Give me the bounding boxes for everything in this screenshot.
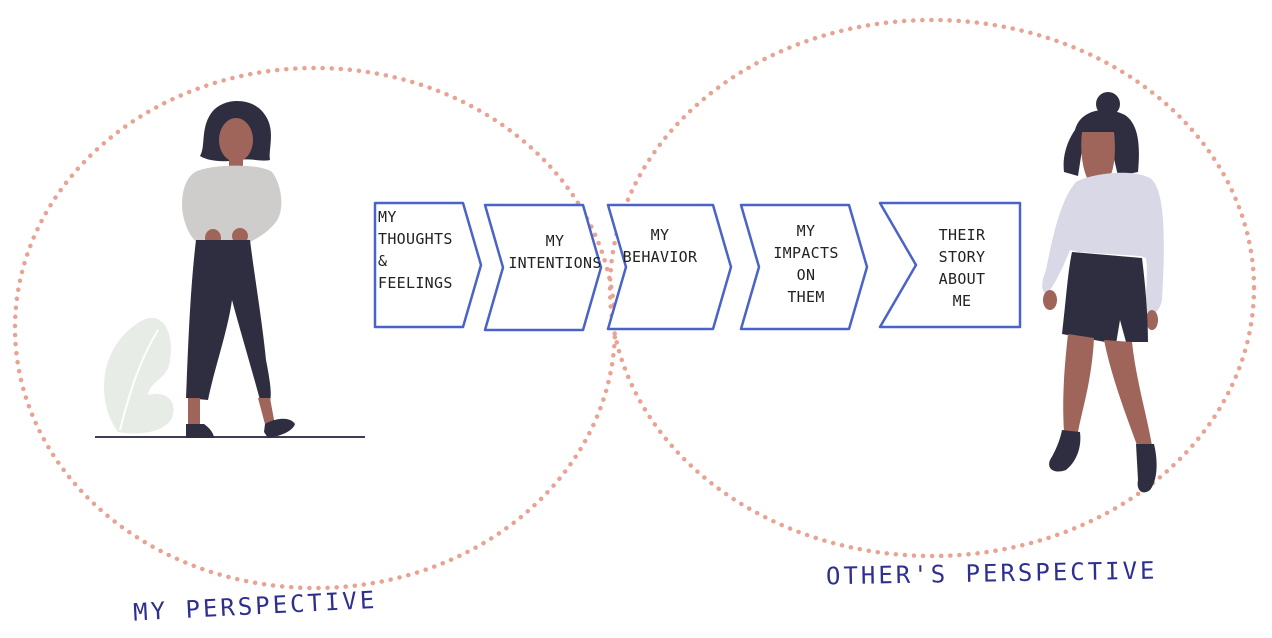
- right-person-illustration: [1042, 92, 1164, 493]
- chevron-arrow: [739, 203, 869, 331]
- step-1: MY THOUGHTS & FEELINGS: [373, 201, 483, 329]
- my-perspective-caption: MY PERSPECTIVE: [133, 586, 378, 627]
- step-label-line: FEELINGS: [378, 274, 453, 292]
- step-label-line: MY: [797, 222, 816, 240]
- step-label: MY IMPACTS ON THEM: [773, 222, 838, 306]
- others-perspective-caption: OTHER'S PERSPECTIVE: [826, 557, 1158, 591]
- step-label-line: ABOUT: [939, 270, 986, 288]
- step-label: MY THOUGHTS & FEELINGS: [378, 208, 453, 292]
- step-5: THEIR STORY ABOUT ME: [878, 201, 1022, 329]
- step-label-line: ON: [797, 266, 816, 284]
- chevron-arrow: [483, 203, 603, 332]
- step-label: MY INTENTIONS: [508, 232, 601, 272]
- step-4: MY IMPACTS ON THEM: [739, 203, 869, 331]
- step-2: MY INTENTIONS: [483, 203, 603, 332]
- step-label: THEIR STORY ABOUT ME: [939, 226, 986, 310]
- step-label-line: IMPACTS: [773, 244, 838, 262]
- process-steps: MY THOUGHTS & FEELINGS MY INTENTIONS MY BEHAVIO…: [373, 201, 1022, 332]
- left-person-illustration: [182, 101, 295, 438]
- step-label-line: MY: [546, 232, 565, 250]
- step-label-line: INTENTIONS: [508, 254, 601, 272]
- step-label-line: THOUGHTS: [378, 230, 453, 248]
- step-label-line: THEIR: [939, 226, 986, 244]
- step-label-line: MY: [378, 208, 397, 226]
- others-perspective-circle: [607, 17, 1257, 559]
- step-label-line: STORY: [939, 248, 986, 266]
- plant-illustration: [103, 317, 174, 434]
- step-label-line: MY: [651, 226, 670, 244]
- step-label-line: BEHAVIOR: [623, 248, 698, 266]
- step-label-line: ME: [953, 292, 972, 310]
- step-label: MY BEHAVIOR: [623, 226, 698, 266]
- step-3: MY BEHAVIOR: [606, 203, 733, 331]
- chevron-arrow: [373, 201, 483, 329]
- chevron-arrow: [878, 201, 1022, 329]
- step-label-line: &: [378, 252, 387, 270]
- chevron-arrow: [606, 203, 733, 331]
- step-label-line: THEM: [787, 288, 824, 306]
